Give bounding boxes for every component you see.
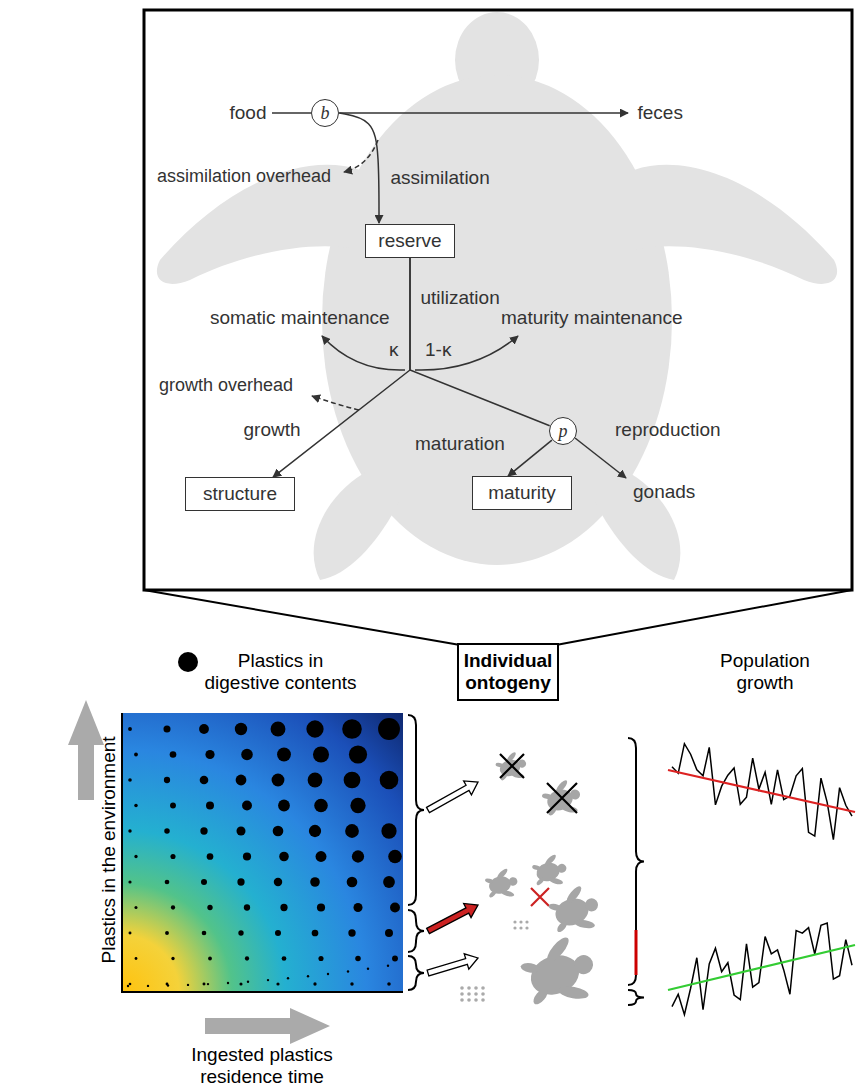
zoom-frame [144, 10, 852, 590]
plastic-dots [127, 718, 402, 987]
state-box: reserve [365, 224, 455, 258]
ontogeny-sketch [424, 748, 606, 1019]
state-box: structure [185, 477, 295, 511]
node-text: maturity [488, 482, 556, 504]
node-text: reserve [378, 230, 441, 252]
flow-label: feces [638, 102, 683, 124]
node-text: b [321, 103, 330, 124]
flow-label: κ [389, 339, 399, 361]
edge-label: assimilation [391, 167, 490, 189]
zoom-line [144, 590, 460, 645]
food-line [272, 112, 311, 114]
reproduction-arrow [575, 438, 626, 478]
population-series [668, 744, 855, 1015]
axis-label: Population growth [705, 650, 825, 694]
flow-connector [339, 113, 379, 223]
axis-arrow [205, 1008, 330, 1044]
flow-label: utilization [421, 287, 500, 309]
axes [122, 713, 403, 992]
flow-label: maturity maintenance [501, 307, 683, 329]
legend-item: Plastics in digestive contents [178, 650, 363, 694]
node-text: structure [203, 483, 277, 505]
flow-label: somatic maintenance [210, 307, 390, 329]
flow-connector [508, 440, 552, 476]
flow-connector [410, 258, 550, 426]
brace [408, 715, 644, 1005]
state-box: maturity [472, 476, 572, 510]
dot-symbol [178, 652, 198, 672]
zoom-line [556, 590, 852, 645]
flow-label: gonads [633, 481, 695, 503]
flow-connector [273, 258, 410, 477]
turtle-silhouette [157, 12, 837, 580]
edge-label: maturation [415, 433, 505, 455]
node-text: Individual ontogeny [463, 650, 553, 694]
heatmap [122, 713, 403, 992]
legend-text: Plastics in digestive contents [198, 650, 363, 694]
maintenance-arrow [322, 336, 405, 370]
stage-box: Individual ontogeny [457, 643, 559, 701]
flow-label: food [230, 102, 267, 124]
switch-circle: b [311, 99, 340, 128]
flow-label: assimilation overhead [157, 166, 331, 187]
axis-label: Ingested plastics residence time [175, 1044, 350, 1088]
axis-label: Plastics in the environment [97, 736, 119, 963]
overhead-arrow [344, 140, 378, 172]
flow-label: 1-κ [425, 339, 451, 361]
maintenance-arrow [415, 336, 518, 370]
flow-label: growth overhead [159, 375, 293, 396]
feces-arrow [339, 112, 628, 114]
flow-label: reproduction [615, 419, 721, 441]
overhead-arrow [312, 396, 359, 410]
edge-label: growth [244, 419, 301, 441]
node-text: p [559, 421, 568, 442]
